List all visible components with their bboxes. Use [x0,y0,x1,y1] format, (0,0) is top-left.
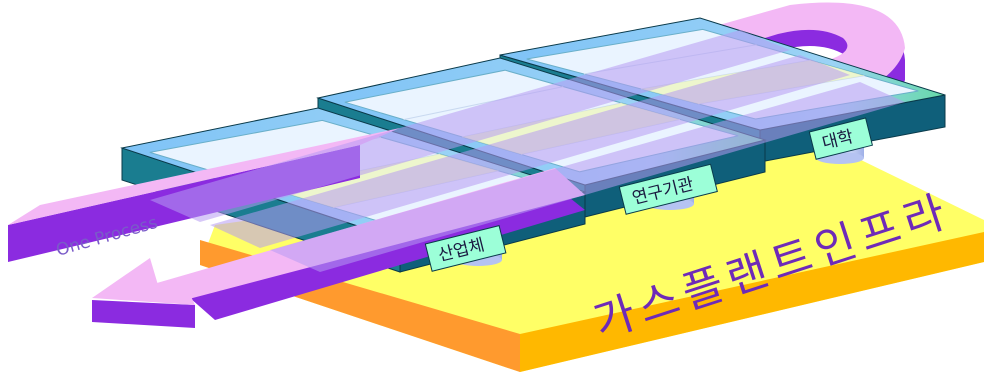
module-label-bg [618,163,718,215]
flow-band [210,55,850,248]
flow-band [270,82,905,272]
module-label-tag: 대학 [808,117,873,160]
flow-bands [150,30,905,272]
flow-band [150,30,790,222]
arrow-upper-band-top [8,128,400,225]
arrow-head [92,258,195,305]
arrow-head-dark [92,300,195,328]
base-front-face [520,232,984,372]
module-label-bg [808,117,873,160]
module-label-bg [424,225,507,272]
base-platform: 가스플랜트인프라 [200,140,984,372]
